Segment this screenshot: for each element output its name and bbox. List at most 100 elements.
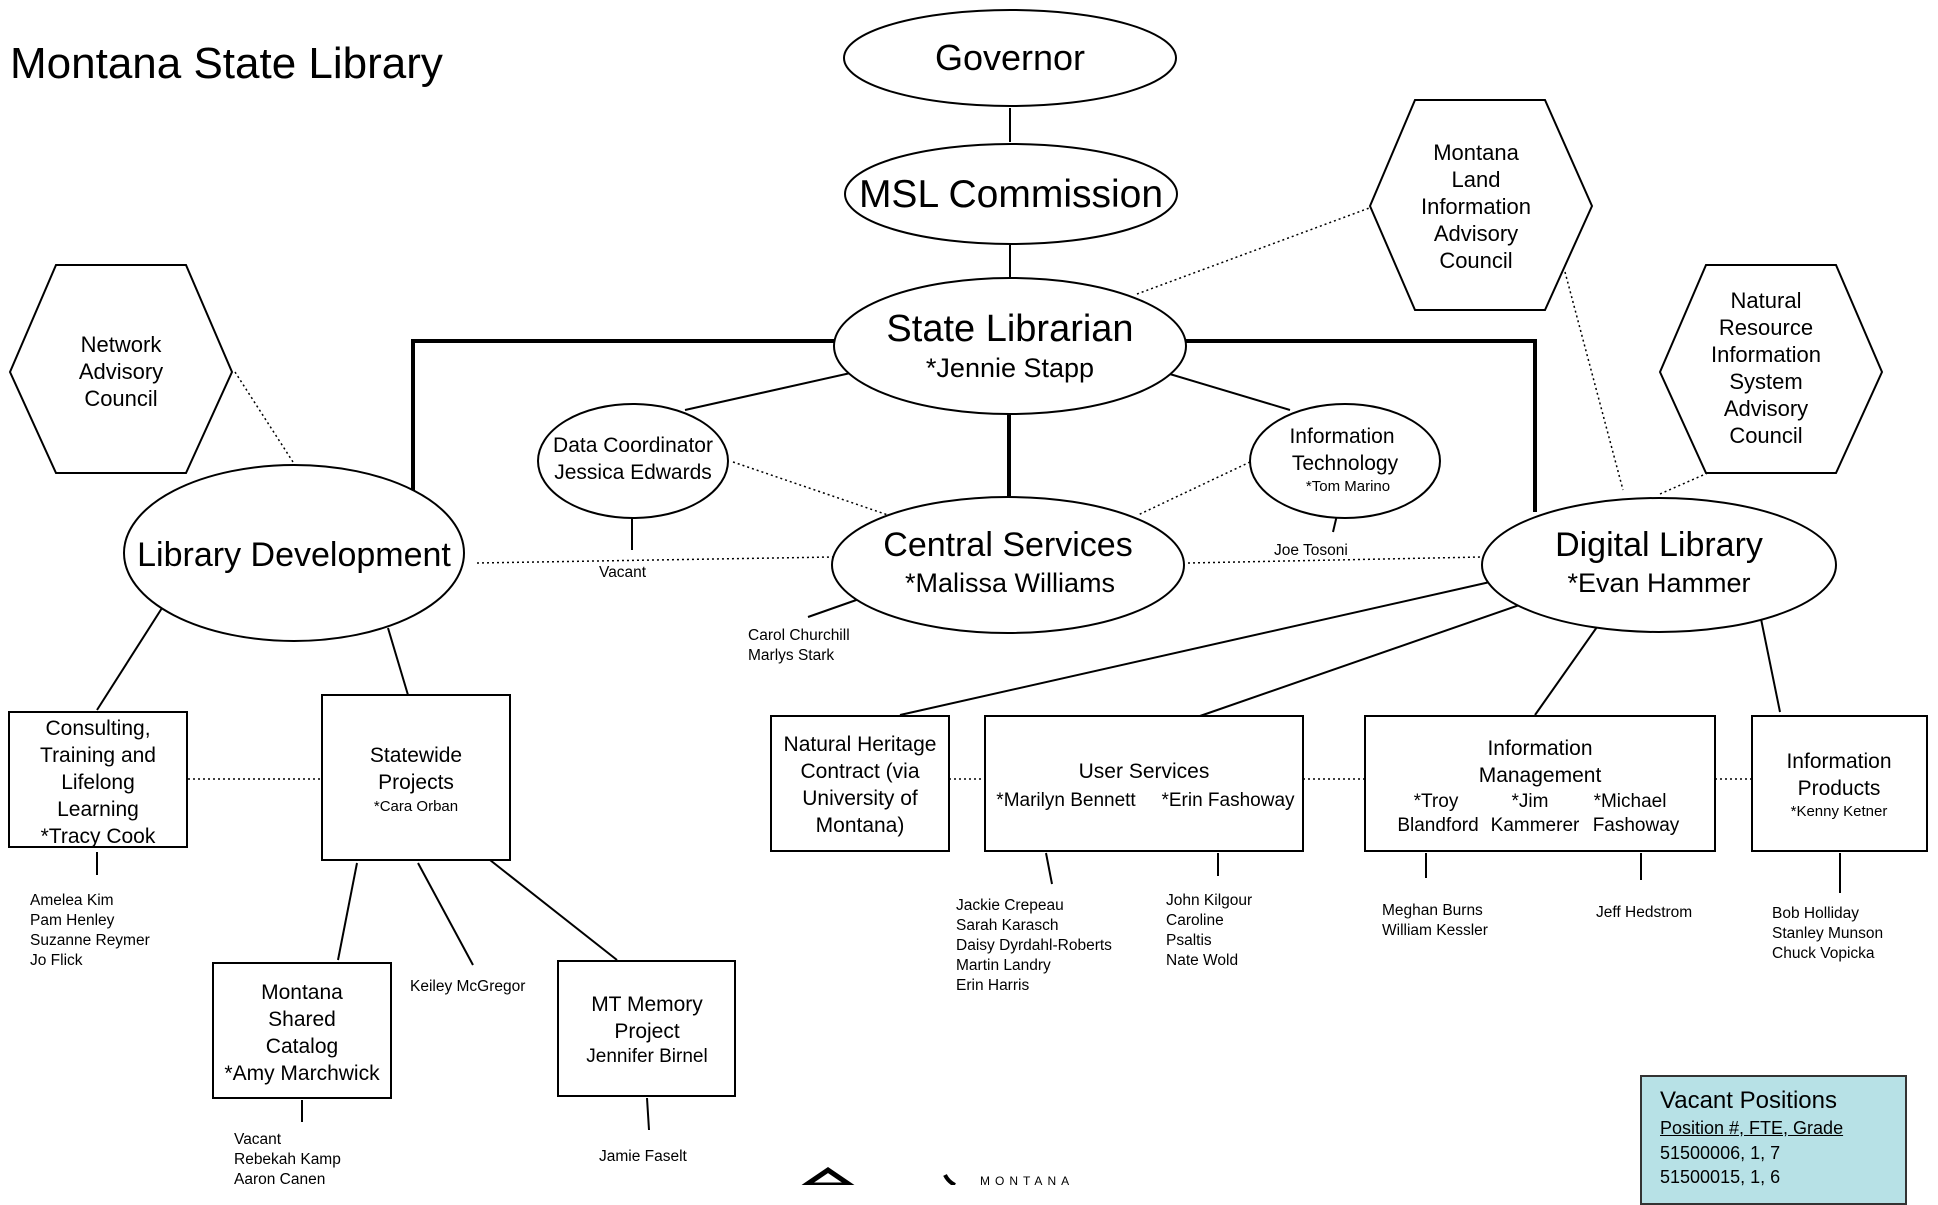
state-librarian-ellipse bbox=[833, 277, 1187, 415]
staff-name: Chuck Vopicka bbox=[1772, 945, 1875, 962]
governor-ellipse bbox=[843, 9, 1177, 107]
mlia-council-line: Information bbox=[1421, 194, 1531, 219]
data-coordinator-title: Data Coordinator bbox=[553, 434, 713, 457]
consulting-line: Training and bbox=[40, 744, 156, 767]
staff-name: Meghan Burns bbox=[1382, 902, 1483, 919]
mt-memory-line: MT Memory bbox=[591, 993, 703, 1016]
staff-name: Sarah Karasch bbox=[956, 917, 1059, 934]
consulting-line: Learning bbox=[57, 798, 139, 821]
it-title-2: Technology bbox=[1292, 452, 1399, 475]
digital-library-name: *Evan Hammer bbox=[1567, 568, 1750, 598]
nris-council-line: Information bbox=[1711, 342, 1821, 367]
mlia-council-line: Council bbox=[1439, 248, 1512, 273]
statewide-line: Projects bbox=[378, 771, 454, 794]
staff-name: John Kilgour bbox=[1166, 892, 1252, 909]
user-services-lead: *Erin Fashoway bbox=[1161, 790, 1295, 811]
central-services-name: *Malissa Williams bbox=[905, 568, 1115, 598]
staff-name: Suzanne Reymer bbox=[30, 932, 150, 949]
state-librarian-title: State Librarian bbox=[886, 308, 1133, 350]
mlia-council-line: Advisory bbox=[1434, 221, 1518, 246]
statewide-name: *Cara Orban bbox=[374, 798, 458, 815]
staff-name: Caroline bbox=[1166, 912, 1224, 929]
vacant-position-entry: 51500015, 1, 6 bbox=[1660, 1167, 1781, 1187]
state-librarian-name: *Jennie Stapp bbox=[926, 353, 1094, 383]
consulting-line: Consulting, bbox=[45, 717, 150, 740]
staff-name: Stanley Munson bbox=[1772, 925, 1883, 942]
vacant-positions-header: Position #, FTE, Grade bbox=[1660, 1118, 1844, 1138]
info-management-line: Management bbox=[1479, 764, 1602, 787]
logo-text: MONTANA bbox=[980, 1174, 1074, 1185]
thick-connectors bbox=[411, 339, 1537, 512]
staff-name: Erin Harris bbox=[956, 977, 1029, 994]
staff-name: Daisy Dyrdahl-Roberts bbox=[956, 937, 1112, 954]
mlia-council-hexagon bbox=[1368, 99, 1594, 311]
central-services-ellipse bbox=[831, 496, 1185, 634]
info-management-lead: Kammerer bbox=[1491, 815, 1580, 836]
info-management-lead: *Troy bbox=[1414, 791, 1459, 812]
vacant-positions-title: Vacant Positions bbox=[1660, 1087, 1837, 1114]
info-products-line: Products bbox=[1798, 777, 1881, 800]
central-services-title: Central Services bbox=[883, 526, 1132, 564]
info-products-box bbox=[1751, 715, 1928, 852]
library-development-ellipse bbox=[123, 464, 465, 642]
library-logo-icon: MONTANA bbox=[801, 1166, 1074, 1185]
shared-catalog-line: Catalog bbox=[266, 1035, 338, 1058]
mt-memory-box bbox=[557, 960, 736, 1097]
nris-council-line: Resource bbox=[1719, 315, 1813, 340]
staff-name: Bob Holliday bbox=[1772, 905, 1859, 922]
data-coordinator-ellipse bbox=[537, 403, 729, 519]
staff-name: Carol Churchill bbox=[748, 627, 850, 644]
staff-name: Marlys Stark bbox=[748, 647, 834, 664]
statewide-line: Statewide bbox=[370, 744, 462, 767]
staff-name: William Kessler bbox=[1382, 922, 1488, 939]
info-management-line: Information bbox=[1487, 737, 1592, 760]
staff-name: Psaltis bbox=[1166, 932, 1212, 949]
network-advisory-line: Advisory bbox=[79, 359, 163, 384]
staff-name: Joe Tosoni bbox=[1274, 542, 1348, 559]
user-services-lead: *Marilyn Bennett bbox=[996, 790, 1136, 811]
info-products-name: *Kenny Ketner bbox=[1791, 803, 1888, 820]
staff-name: Pam Henley bbox=[30, 912, 115, 929]
info-management-lead: *Michael bbox=[1594, 791, 1667, 812]
digital-library-ellipse bbox=[1481, 497, 1837, 633]
info-management-lead: Fashoway bbox=[1593, 815, 1680, 836]
info-management-lead: *Jim bbox=[1512, 791, 1549, 812]
staff-name: Martin Landry bbox=[956, 957, 1051, 974]
staff-name: Jamie Faselt bbox=[599, 1148, 688, 1165]
nris-council-line: Natural bbox=[1731, 288, 1802, 313]
digital-library-title: Digital Library bbox=[1555, 526, 1763, 564]
mlia-council-line: Land bbox=[1452, 167, 1501, 192]
nris-council-hexagon bbox=[1658, 264, 1884, 474]
mlia-council-line: Montana bbox=[1433, 140, 1519, 165]
shared-catalog-box bbox=[212, 962, 392, 1099]
page-title: Montana State Library bbox=[10, 39, 443, 88]
staff-name: Keiley McGregor bbox=[410, 978, 525, 995]
dotted-connectors bbox=[188, 206, 1752, 780]
staff-name: Vacant bbox=[599, 564, 647, 581]
network-advisory-line: Council bbox=[84, 386, 157, 411]
mt-memory-line: Project bbox=[614, 1020, 680, 1043]
shared-catalog-line: Montana bbox=[261, 981, 343, 1004]
nris-council-line: Council bbox=[1729, 423, 1802, 448]
mt-memory-name: Jennifer Birnel bbox=[586, 1046, 707, 1067]
staff-name: Vacant bbox=[234, 1131, 282, 1148]
staff-name: Jo Flick bbox=[30, 952, 83, 969]
data-coordinator-name: Jessica Edwards bbox=[554, 461, 712, 484]
it-name: *Tom Marino bbox=[1306, 478, 1390, 495]
user-services-title: User Services bbox=[1079, 760, 1210, 783]
nris-council-line: System bbox=[1729, 369, 1802, 394]
consulting-line: *Tracy Cook bbox=[41, 825, 156, 848]
natural-heritage-box bbox=[770, 715, 950, 852]
vacant-position-entry: 51500006, 1, 7 bbox=[1660, 1143, 1781, 1163]
network-advisory-hexagon bbox=[8, 264, 234, 474]
natural-heritage-line: Natural Heritage bbox=[784, 733, 937, 756]
consulting-box bbox=[8, 711, 188, 848]
commission-label: MSL Commission bbox=[859, 173, 1163, 216]
staff-name: Rebekah Kamp bbox=[234, 1151, 341, 1168]
commission-ellipse bbox=[844, 143, 1178, 245]
info-management-lead: Blandford bbox=[1397, 815, 1478, 836]
info-management-box bbox=[1364, 715, 1716, 852]
shared-catalog-line: Shared bbox=[268, 1008, 336, 1031]
staff-name: Nate Wold bbox=[1166, 952, 1238, 969]
